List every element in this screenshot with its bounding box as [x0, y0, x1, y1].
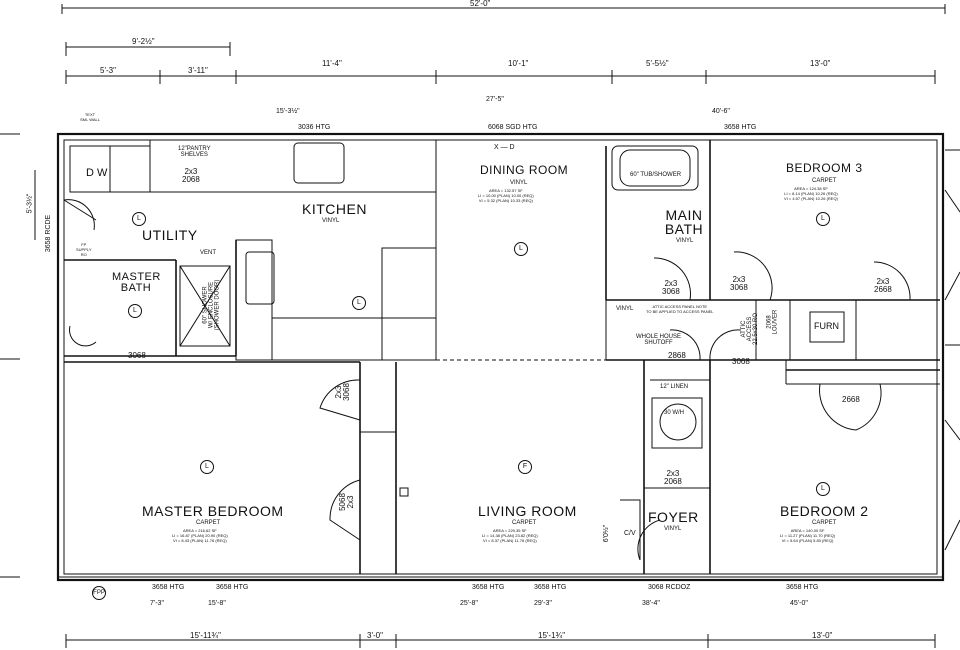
door-2868: 2868	[668, 351, 686, 360]
dim-top-2: 3'-11"	[188, 66, 208, 75]
room-foyer: FOYER	[648, 509, 699, 525]
dim-15-3: 15'-3½"	[276, 108, 300, 115]
room-foyer-floor: VINYL	[664, 526, 682, 532]
water-heater-label: 30 W/H	[664, 410, 685, 416]
dim-bottom-1: 15'-11¾"	[190, 631, 221, 640]
attic-note: ATTIC ACCESS PANEL NOTE TO BE APPLIED TO…	[646, 304, 714, 314]
dim-38-4: 38'-4"	[642, 600, 660, 607]
fireplace-note: FP SUPPLY RO	[76, 242, 92, 257]
dim-40-6: 40'-6"	[712, 108, 730, 115]
room-living-area: AREA = 229.35 SF LI = 14.38 (PLAN) 23.82…	[482, 528, 538, 543]
room-bedroom2: BEDROOM 2	[780, 503, 869, 519]
room-dining: DINING ROOM	[480, 163, 569, 177]
dim-top-6: 13'-0"	[810, 59, 831, 68]
pantry-label: 12"PANTRY SHELVES	[178, 146, 211, 158]
vent-label: VENT	[200, 250, 217, 256]
door-3068-hall: 3068	[732, 357, 750, 366]
door-bed3-a: 2x3 3068	[730, 275, 748, 292]
window-living-1: 3658 HTG	[472, 584, 505, 591]
light-bath-icon: L	[128, 304, 142, 318]
shower-label: 60" SHOWER W/ ENCLOSURE (SHOWER DOOR)	[202, 279, 221, 331]
door-master-bath: 3068	[128, 351, 146, 360]
door-2668: 2668	[842, 395, 860, 404]
room-main-bath: MAIN BATH	[664, 207, 704, 237]
room-bedroom2-area: AREA = 140.00 SF LI = 11.27 (PLAN) 11.70…	[780, 528, 836, 543]
vinyl-hall: VINYL	[616, 306, 634, 312]
room-bedroom3-area: AREA = 124.38 SF LI = 8.14 (PLAN) 10.26 …	[784, 186, 838, 201]
room-utility: UTILITY	[142, 227, 198, 243]
front-door: 3068 RCDOZ	[648, 584, 691, 591]
dim-overall: 52'-0"	[470, 0, 491, 8]
window-bed2: 3658 HTG	[786, 584, 819, 591]
light-kitchen-icon: L	[352, 296, 366, 310]
window-bed3: 3658 HTG	[724, 124, 757, 131]
window-living-2: 3658 HTG	[534, 584, 567, 591]
room-master-bedroom: MASTER BEDROOM	[142, 503, 284, 519]
room-master-bath: MASTER BATH	[112, 271, 161, 294]
dim-25-8: 25'-8"	[460, 600, 478, 607]
light-utility-icon: L	[132, 212, 146, 226]
door-utility: 2x3 2068	[182, 167, 200, 184]
door-main-bath: 2x3 3068	[662, 279, 680, 296]
linen-label: 12" LINEN	[660, 384, 689, 390]
room-kitchen: KITCHEN	[302, 201, 367, 217]
dim-top-1: 5'-3"	[100, 66, 116, 75]
room-bedroom3: BEDROOM 3	[786, 161, 863, 175]
window-dining: 6068 SGD HTG	[488, 124, 538, 131]
dim-top-left: 9'-2½"	[132, 37, 155, 46]
dim-bottom-4: 13'-0"	[812, 631, 833, 640]
dishwasher-washer: D W	[86, 167, 108, 179]
fpp-symbol: FPP	[92, 586, 106, 600]
light-bed3-icon: L	[816, 212, 830, 226]
dim-foyer: 6'0½"	[603, 524, 611, 543]
attic-access-label: ATTIC ACCESS 22.5x30 RO	[741, 312, 760, 346]
light-bed2-icon: L	[816, 482, 830, 496]
door-master-closet: 2x3 3068	[333, 383, 351, 401]
room-dining-floor: VINYL	[510, 180, 528, 186]
window-master-1: 3658 HTG	[152, 584, 185, 591]
room-bedroom2-floor: CARPET	[812, 520, 837, 526]
sml-wall-label: TEXT SML WALL	[80, 112, 100, 122]
room-master-bedroom-floor: CARPET	[196, 520, 221, 526]
window-kitchen: 3036 HTG	[298, 124, 331, 131]
dim-29-3: 29'-3"	[534, 600, 552, 607]
dim-45-0: 45'-0"	[790, 600, 808, 607]
dim-bottom-2: 3'-0"	[367, 631, 383, 640]
slider-direction: X — D	[494, 144, 515, 151]
dim-top-3: 11'-4"	[322, 59, 342, 68]
tub-label: 60" TUB/SHOWER	[630, 172, 682, 178]
door-5068: 5068 2x3	[337, 493, 355, 511]
furnace: FURN	[814, 321, 839, 331]
dim-top-4: 10'-1"	[508, 59, 529, 68]
room-living-floor: CARPET	[512, 520, 537, 526]
window-rear-door: 3658 RCDE	[45, 214, 53, 253]
door-bed3-b: 2x3 2668	[874, 277, 892, 294]
dim-7-3: 7'-3"	[150, 600, 164, 607]
light-dining-icon: L	[514, 242, 528, 256]
light-master-icon: L	[200, 460, 214, 474]
room-dining-area: AREA = 132.57 SF LI = 10.00 (PLAN) 10.00…	[478, 188, 534, 203]
light-living-icon: F	[518, 460, 532, 474]
room-main-bath-floor: VINYL	[676, 238, 694, 244]
cv-label: C/V	[624, 530, 636, 537]
room-bedroom3-floor: CARPET	[812, 178, 837, 184]
dim-left: 5'-3½"	[26, 193, 34, 214]
dim-27-5: 27'-5"	[486, 96, 504, 103]
door-foyer-closet: 2x3 2068	[664, 469, 682, 486]
room-master-bedroom-area: AREA = 216.62 SF LI = 16.87 (PLAN) 20.90…	[172, 528, 228, 543]
window-master-2: 3658 HTG	[216, 584, 249, 591]
door-louver: 2068 LOUVER	[766, 309, 779, 335]
room-kitchen-floor: VINYL	[322, 218, 340, 224]
dim-top-5: 5'-5½"	[646, 59, 669, 68]
dim-15-8: 15'-8"	[208, 600, 226, 607]
dim-bottom-3: 15'-1¾"	[538, 631, 566, 640]
room-living: LIVING ROOM	[478, 503, 577, 519]
shutoff-label: WHOLE HOUSE SHUTOFF	[636, 334, 682, 346]
